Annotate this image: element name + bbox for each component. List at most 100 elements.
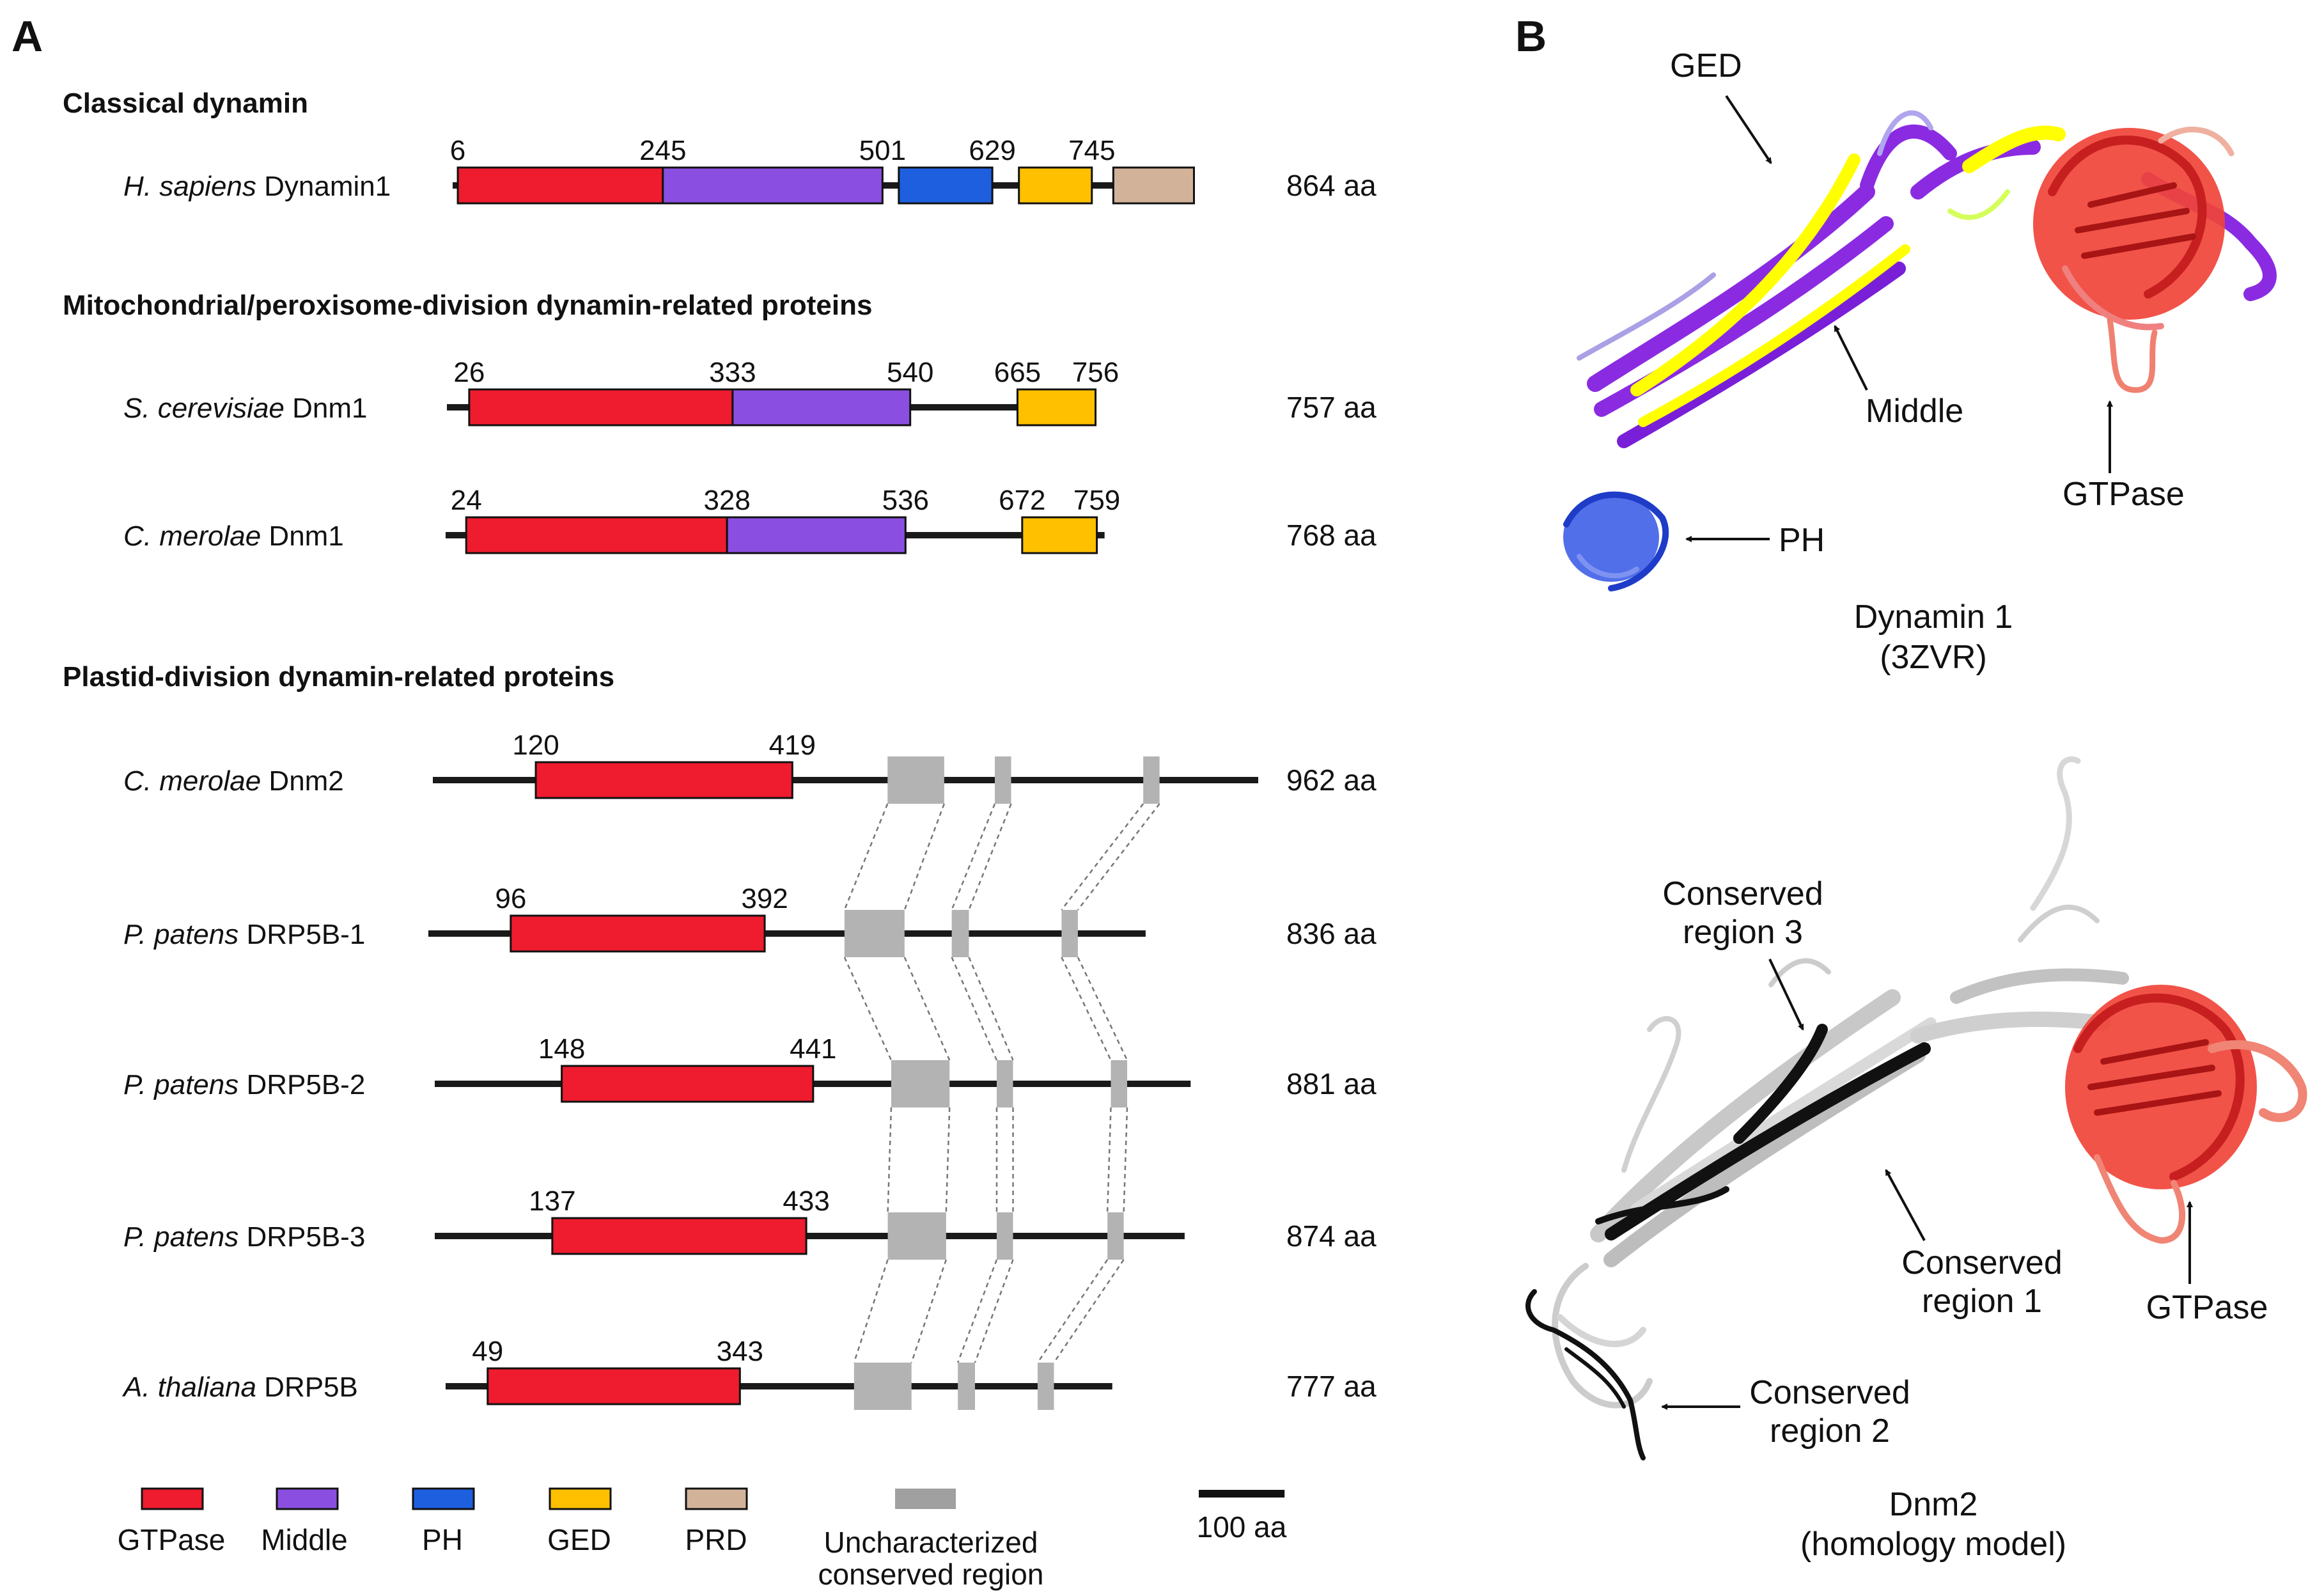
- ucr-connector-line: [903, 803, 946, 911]
- ucr-connector-line: [1061, 803, 1144, 911]
- domain-gtpase: [487, 1367, 741, 1405]
- legend-swatch-middle: [276, 1487, 339, 1510]
- legend-label-ucr-line2: conserved region: [818, 1558, 1044, 1591]
- protein-species: S. cerevisiae: [123, 393, 285, 424]
- legend-label-prd: PRD: [685, 1523, 747, 1556]
- protein-length: 836 aa: [1286, 917, 1376, 950]
- protein-label: H. sapiens Dynamin1: [123, 171, 391, 202]
- protein-species: P. patens: [123, 919, 238, 950]
- ucr-block: [995, 756, 1011, 804]
- domain-boundary-label: 441: [790, 1033, 836, 1065]
- ucr-connector-line: [1061, 957, 1112, 1061]
- protein-length: 874 aa: [1286, 1219, 1376, 1253]
- panel-b-label: B: [1515, 12, 1547, 61]
- protein-label: P. patens DRP5B-1: [123, 919, 365, 950]
- domain-boundary-label: 245: [639, 135, 686, 166]
- domain-gtpase: [465, 516, 728, 554]
- ucr-connector-line: [951, 803, 996, 911]
- domain-boundary-label: 540: [887, 357, 933, 388]
- protein-name: Dnm1: [285, 393, 368, 424]
- ucr-connector-line: [843, 957, 893, 1061]
- panel-b: B: [1515, 12, 2307, 1563]
- domain-boundary-label: 6: [450, 135, 465, 166]
- legend-swatch-prd: [685, 1487, 748, 1510]
- legend-swatch-ucr: [895, 1489, 956, 1509]
- domain-boundary-label: 745: [1068, 135, 1115, 166]
- protein-row: C. merolae Dnm2 120 419 962 aa: [123, 730, 1376, 804]
- dnm2-conserved-regions: [1525, 1024, 1931, 1460]
- domain-boundary-label: 419: [769, 730, 816, 761]
- label-middle: Middle: [1866, 393, 1963, 430]
- ucr-connector-line: [945, 1107, 951, 1213]
- caption-dnm2-line1: Dnm2: [1889, 1486, 1978, 1523]
- domain-boundary-label: 756: [1072, 357, 1119, 388]
- legend-label-ph: PH: [422, 1523, 463, 1556]
- legend-label-gtpase: GTPase: [118, 1523, 226, 1556]
- protein-name: DRP5B-2: [238, 1069, 365, 1100]
- protein-label: C. merolae Dnm2: [123, 765, 344, 797]
- domain-boundary-label: 24: [451, 485, 482, 516]
- ucr-block: [887, 1212, 946, 1260]
- ucr-block: [997, 1212, 1013, 1260]
- protein-name: Dynamin1: [256, 171, 391, 202]
- ucr-connector-line: [974, 1259, 1014, 1363]
- ucr-connector-line: [1106, 1107, 1112, 1213]
- label-cr3-line2: region 3: [1683, 914, 1803, 951]
- protein-label: P. patens DRP5B-2: [123, 1069, 365, 1100]
- ucr-connector-line: [910, 1259, 948, 1363]
- label-ged: GED: [1670, 47, 1742, 84]
- label-gtpase-dnm2: GTPase: [2146, 1289, 2268, 1326]
- ucr-block: [1111, 1060, 1127, 1107]
- label-cr1-line2: region 1: [1922, 1283, 2042, 1320]
- ucr-connector-line: [1036, 1259, 1109, 1363]
- legend-label-ucr-line1: Uncharacterized: [824, 1526, 1038, 1559]
- domain-boundary-label: 333: [709, 357, 756, 388]
- label-ph: PH: [1779, 522, 1825, 559]
- ucr-connectors: [843, 803, 1160, 1363]
- panel-a: A Classical dynamin Mitochondrial/peroxi…: [12, 12, 1376, 1591]
- ucr-block: [1037, 1363, 1054, 1410]
- scale-bar: [1199, 1490, 1285, 1498]
- protein-species: P. patens: [123, 1069, 238, 1100]
- protein-label: C. merolae Dnm1: [123, 520, 344, 552]
- domain-ged: [1016, 388, 1097, 426]
- caption-dynamin1-line1: Dynamin 1: [1854, 598, 2013, 636]
- protein-backbone: [435, 1233, 1185, 1239]
- legend-label-ged: GED: [547, 1523, 611, 1556]
- protein-label: P. patens DRP5B-3: [123, 1221, 365, 1253]
- ucr-connector-line: [1077, 803, 1160, 911]
- ucr-connector-line: [853, 1259, 889, 1363]
- ucr-block: [844, 910, 905, 957]
- dynamin1-structure: GED Middle GTPase PH Dynamin 1 (3ZVR): [1563, 47, 2277, 676]
- protein-name: Dnm1: [261, 520, 344, 552]
- section-title-mito: Mitochondrial/peroxisome-division dynami…: [63, 290, 872, 321]
- ucr-connector-line: [968, 957, 1014, 1061]
- label-cr1-line1: Conserved: [1901, 1244, 2062, 1281]
- domain-gtpase: [561, 1065, 815, 1103]
- domain-boundary-label: 501: [859, 135, 906, 166]
- scale-bar-label: 100 aa: [1197, 1510, 1287, 1544]
- domain-gtpase: [534, 761, 793, 799]
- domain-boundary-label: 328: [703, 485, 750, 516]
- domain-boundary-label: 629: [969, 135, 1015, 166]
- ucr-block: [958, 1363, 976, 1410]
- legend: GTPase Middle PH GED PRD Uncharacterized…: [118, 1487, 1287, 1591]
- domain-boundary-label: 665: [994, 357, 1041, 388]
- domain-boundary-label: 148: [538, 1033, 585, 1065]
- protein-species: C. merolae: [123, 765, 261, 797]
- domain-boundary-label: 120: [512, 730, 559, 761]
- arrow-cr3: [1768, 958, 1804, 1031]
- domain-boundary-label: 49: [472, 1336, 503, 1367]
- domain-gtpase: [456, 166, 664, 205]
- protein-backbone: [433, 777, 1259, 783]
- domain-boundary-label: 96: [495, 883, 526, 914]
- protein-length: 962 aa: [1286, 763, 1376, 797]
- legend-swatch-ph: [412, 1487, 475, 1510]
- legend-swatch-gtpase: [141, 1487, 204, 1510]
- domain-boundary-label: 536: [882, 485, 929, 516]
- domain-ph: [898, 166, 994, 205]
